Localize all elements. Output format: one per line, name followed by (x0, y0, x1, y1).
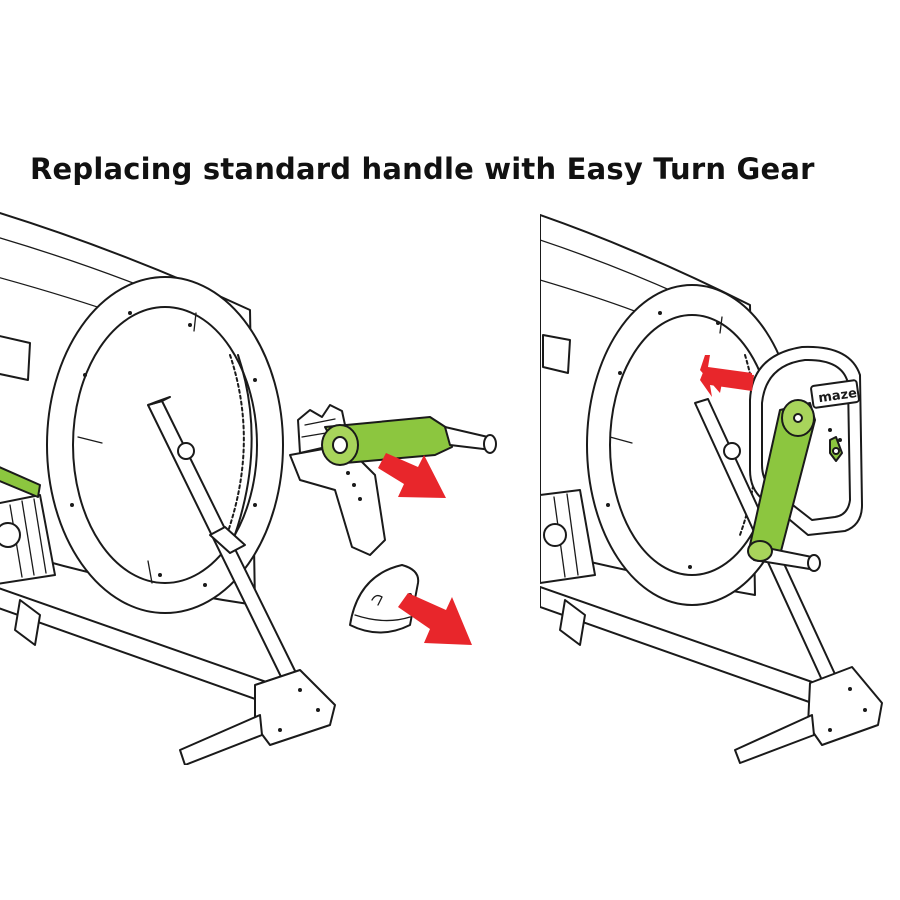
tumbler-drum (0, 212, 284, 614)
remove-cap-arrow (398, 593, 472, 645)
tumbler-frame (0, 396, 336, 765)
page-title: Replacing standard handle with Easy Turn… (30, 152, 815, 186)
gear-brand-label: maze (817, 386, 858, 406)
before-diagram (0, 205, 520, 765)
remove-handle-arrow (378, 453, 446, 498)
after-diagram: maze (540, 205, 900, 765)
install-gear-arrow (700, 355, 754, 397)
standard-handle (321, 416, 497, 466)
handle-cap (349, 564, 420, 634)
gear-crank (747, 399, 821, 572)
